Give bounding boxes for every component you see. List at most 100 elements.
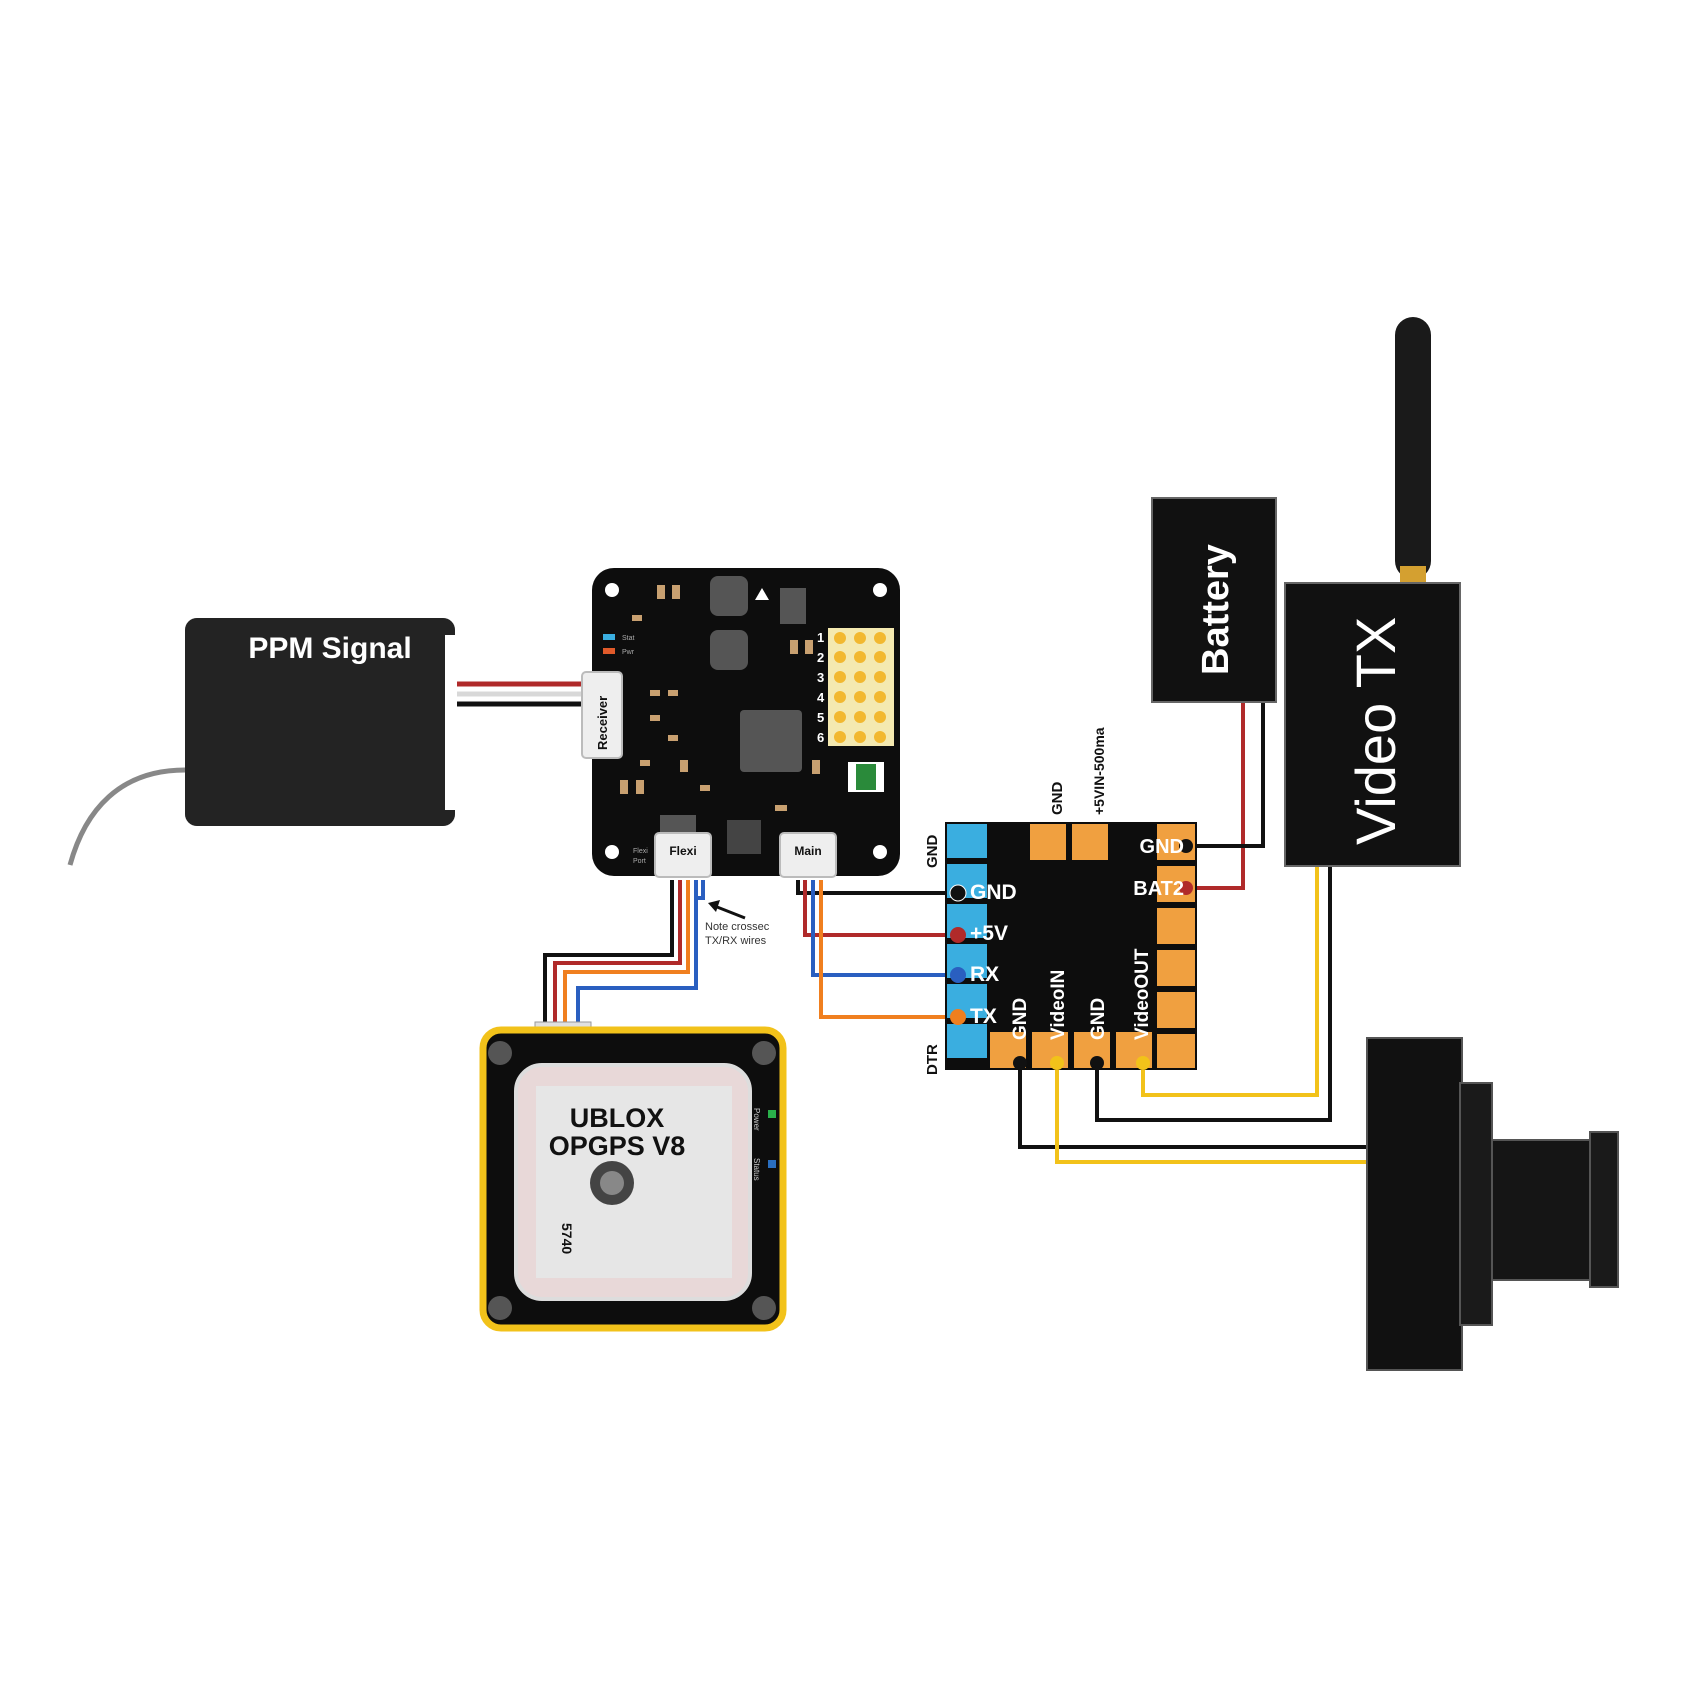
- video-tx-module: Video TX: [1284, 317, 1461, 867]
- arrow-marker: [755, 588, 769, 600]
- pwr-led-label: Pwr: [622, 649, 635, 656]
- solder-gnd: [949, 884, 967, 902]
- crossed-wires-note: Note crossec TX/RX wires: [705, 900, 770, 947]
- solder-right-gnd: [1179, 839, 1193, 853]
- osd-pin-gnd: GND: [970, 881, 1017, 904]
- videoout-wire-yellow: [1141, 865, 1319, 1097]
- camera-lens-front: [1589, 1131, 1619, 1288]
- camera-body: [1366, 1037, 1463, 1371]
- osd-bottom-videoout-label: VideoOUT: [1132, 948, 1153, 1040]
- videoin-wire-black: [1018, 1065, 1380, 1149]
- mount-hole: [873, 845, 887, 859]
- osd-top-gnd-label: GND: [1049, 782, 1066, 816]
- mount-hole: [605, 583, 619, 597]
- osd-pin-tx: TX: [970, 1005, 997, 1028]
- output-numbers: 1 2 3 4 5 6: [817, 630, 825, 745]
- receiver-port: [581, 671, 623, 759]
- mcu-chip: [740, 710, 802, 772]
- videoin-wire-yellow: [1055, 1065, 1380, 1164]
- gps-antenna-feed-inner: [600, 1171, 624, 1195]
- smd-parts: [620, 585, 820, 811]
- gps-wire-blue2: [694, 880, 705, 900]
- videoout-wire-black: [1095, 865, 1332, 1122]
- osd-top-5vin-label: +5VIN-500ma: [1091, 727, 1107, 815]
- solder-tx: [950, 1009, 966, 1025]
- osd-wire-orange: [819, 880, 962, 1019]
- gps-power-led: [768, 1110, 776, 1118]
- boot-jumper-green: [856, 764, 876, 790]
- battery-label: Battery: [1195, 544, 1237, 675]
- note-line-1: Note crossec: [705, 921, 770, 933]
- gps-wire-blue: [576, 880, 698, 1030]
- output-number: 1: [817, 630, 824, 645]
- gps-title-line2: OPGPS V8: [549, 1131, 686, 1161]
- osd-top-pad-gnd: [1030, 824, 1066, 860]
- gps-wire-black: [543, 880, 674, 1030]
- output-number: 2: [817, 650, 824, 665]
- stat-led: [603, 634, 615, 640]
- main-port: [779, 832, 837, 878]
- solder-videoout-gnd: [1090, 1056, 1104, 1070]
- receiver-module: PPM Signal: [185, 618, 457, 826]
- osd-right-gnd-label: GND: [1140, 836, 1184, 858]
- port-small-label: Port: [633, 858, 646, 865]
- osd-pin-rx: RX: [970, 963, 999, 986]
- solder-5v: [950, 927, 966, 943]
- battery-wire-black: [1193, 703, 1265, 848]
- osd-right-bat2-label: BAT2: [1133, 878, 1184, 900]
- output-number: 3: [817, 670, 824, 685]
- osd-bottom-gnd2-label: GND: [1088, 998, 1109, 1040]
- baro-chip: [710, 630, 748, 670]
- gps-wire-orange: [563, 880, 690, 1030]
- flexi-port-label: Flexi: [669, 844, 696, 858]
- solder-videoout: [1136, 1056, 1150, 1070]
- flight-controller: Stat Pwr 1 2 3 4 5 6 Receiver: [581, 568, 900, 878]
- battery-body: [1151, 497, 1277, 703]
- solder-bat2: [1179, 881, 1193, 895]
- osd-wire-red: [803, 880, 962, 937]
- output-number: 4: [817, 690, 825, 705]
- osd-top-pad-5vin: [1072, 824, 1108, 860]
- main-port-label: Main: [794, 844, 821, 858]
- osd-right-pads: [1157, 824, 1195, 1068]
- gyro-chip: [710, 576, 748, 616]
- osd-bottom-videoin-label: VideoIN: [1048, 970, 1069, 1040]
- note-line-2: TX/RX wires: [705, 935, 767, 947]
- battery-module: Battery: [1151, 497, 1277, 703]
- osd-board: GND DTR GND +5V RX TX GND +5VIN-500ma GN…: [924, 727, 1197, 1075]
- osd-pin-5v: +5V: [970, 922, 1008, 945]
- gps-code: 5740: [559, 1223, 575, 1254]
- vtx-label: Video TX: [1344, 617, 1407, 845]
- osd-left-bottom-label: DTR: [924, 1044, 941, 1075]
- osd-bottom-gnd1-label: GND: [1010, 998, 1031, 1040]
- mount-hole: [873, 583, 887, 597]
- receiver-label: PPM Signal: [248, 632, 411, 665]
- note-arrowhead: [708, 900, 720, 912]
- vtx-antenna: [1395, 317, 1431, 579]
- pwr-led: [603, 648, 615, 654]
- small-chip: [727, 820, 761, 854]
- battery-wire-red: [1193, 703, 1245, 890]
- receiver-body-shade: [185, 618, 455, 826]
- mount-hole: [752, 1296, 776, 1320]
- mount-hole: [752, 1041, 776, 1065]
- gps-antenna-patch: [536, 1086, 732, 1278]
- output-number: 6: [817, 730, 824, 745]
- gps-wire-red: [553, 880, 682, 1030]
- flexi-port: [654, 832, 712, 878]
- small-chip: [780, 588, 806, 624]
- gps-title-line1: UBLOX: [570, 1103, 665, 1133]
- gps-status-label: Status: [752, 1158, 761, 1181]
- vtx-body: [1284, 582, 1461, 867]
- flexi-small-label: Flexi: [633, 848, 648, 855]
- stat-led-label: Stat: [622, 635, 635, 642]
- receiver-port-label: Receiver: [595, 696, 610, 750]
- solder-videoin: [1050, 1056, 1064, 1070]
- osd-wire-black: [796, 880, 962, 895]
- gps-power-label: Power: [752, 1108, 761, 1131]
- gps-module: UBLOX OPGPS V8 5740 Power Status: [479, 1021, 787, 1332]
- fpv-camera: [1366, 1037, 1619, 1371]
- output-pin-header: [828, 628, 894, 746]
- receiver-side-cap: [445, 635, 457, 810]
